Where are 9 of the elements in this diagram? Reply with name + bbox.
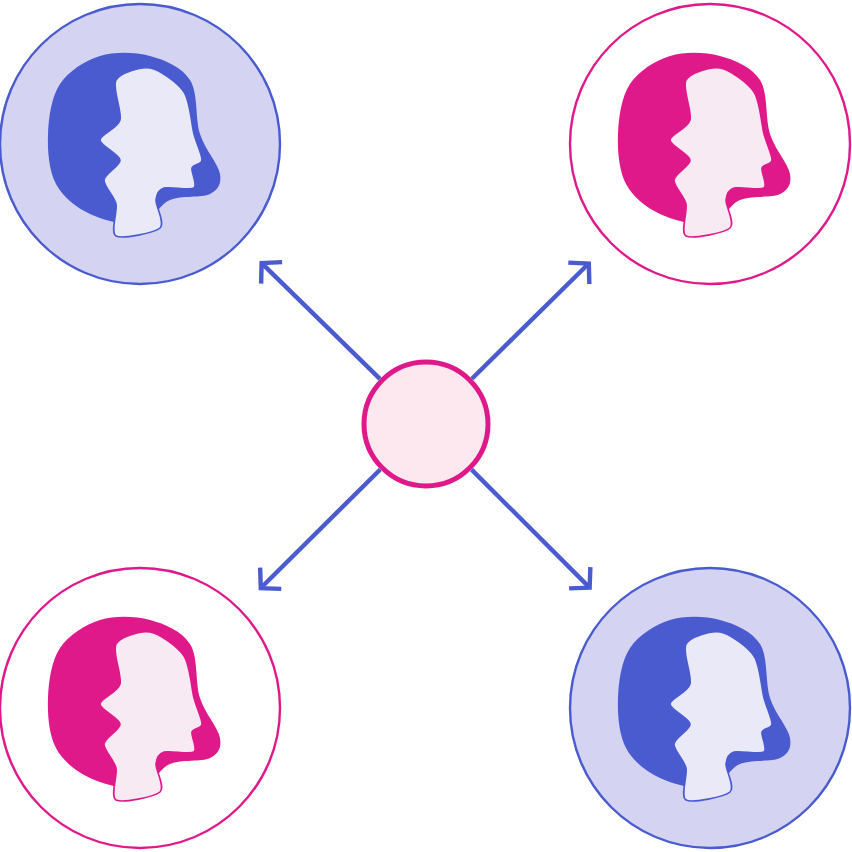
arrow bbox=[257, 467, 382, 592]
avatar bbox=[568, 2, 852, 286]
arrow bbox=[470, 468, 593, 591]
avatar bbox=[0, 2, 282, 286]
avatar bbox=[568, 566, 852, 850]
avatar bbox=[0, 566, 282, 850]
hub-circle bbox=[361, 359, 491, 489]
arrow bbox=[258, 259, 382, 381]
arrow bbox=[470, 260, 592, 381]
